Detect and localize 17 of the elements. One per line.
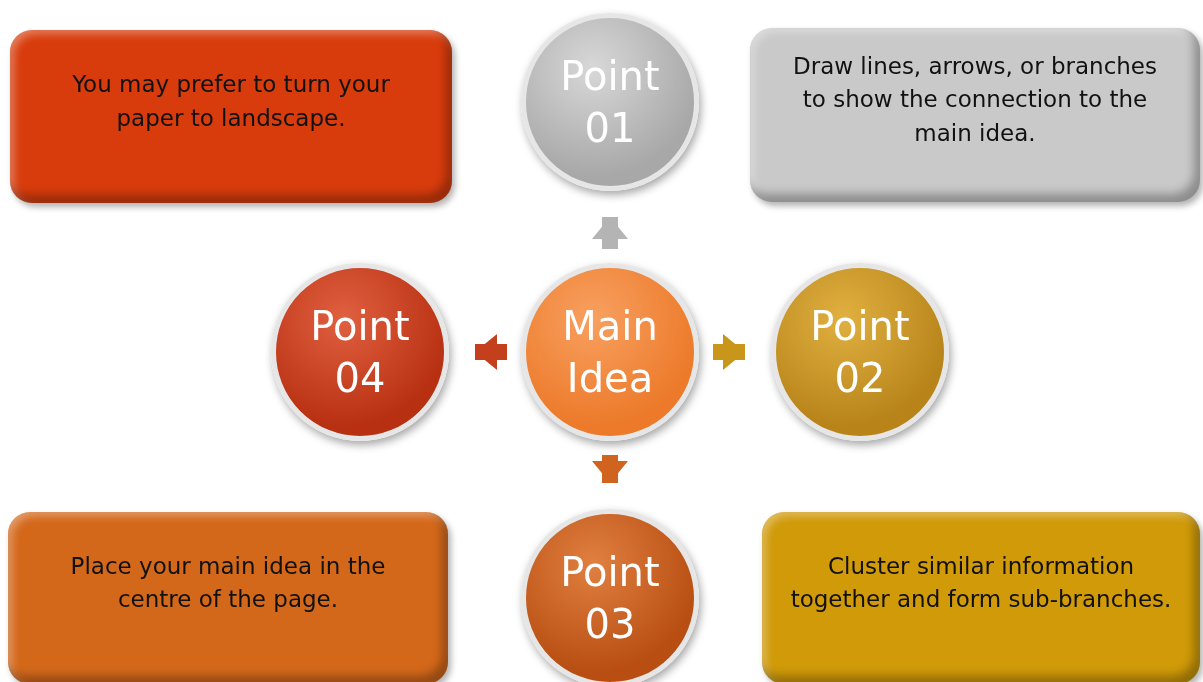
block-arrow bbox=[475, 334, 507, 370]
block-arrow bbox=[592, 217, 628, 249]
circle-label: Point 03 bbox=[559, 548, 661, 649]
note-text: You may prefer to turn your paper to landscape. bbox=[71, 70, 391, 133]
circle-label: Point 02 bbox=[809, 302, 911, 403]
block-arrow bbox=[713, 334, 745, 370]
note-card bbox=[750, 28, 1200, 202]
block-arrow bbox=[592, 455, 628, 483]
note-text: Draw lines, arrows, or branches to show the connection to the main idea. bbox=[792, 52, 1158, 148]
circle-label: Point 04 bbox=[309, 302, 411, 403]
circle-label: Main Idea bbox=[561, 302, 659, 403]
note-card bbox=[762, 512, 1200, 682]
note-card bbox=[8, 512, 448, 682]
circle-label: Point 01 bbox=[559, 52, 661, 153]
note-text: Cluster similar information together and form sub-branches. bbox=[790, 551, 1172, 614]
note-card bbox=[10, 30, 452, 203]
note-text: Place your main idea in the centre of the page. bbox=[69, 551, 387, 614]
